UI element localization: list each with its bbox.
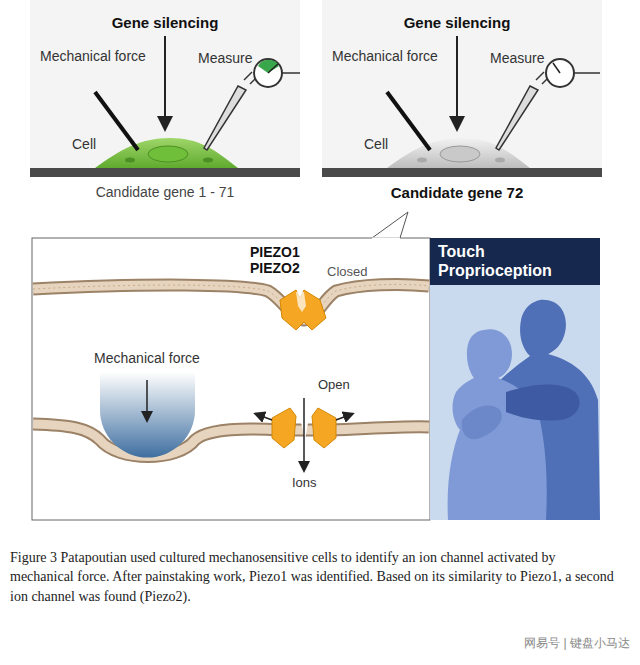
channel-name: PIEZO1: [250, 244, 300, 260]
measure-label: Measure: [198, 50, 252, 66]
force-label: Mechanical force: [94, 350, 200, 366]
force-label: Mechanical force: [40, 48, 146, 64]
measure-label: Measure: [490, 50, 544, 66]
state-label: Open: [318, 378, 350, 393]
force-label: Mechanical force: [332, 48, 438, 64]
cell-label: Cell: [364, 136, 388, 152]
process-label: Gene silencing: [112, 14, 219, 31]
watermark: 网易号 | 键盘小马达: [524, 637, 630, 651]
gene-range-label: Candidate gene 1 - 71: [96, 184, 235, 200]
gene-label: Candidate gene 72: [391, 184, 524, 201]
figure-caption: Figure 3 Patapoutian used cultured mecha…: [10, 548, 622, 606]
cell-label: Cell: [72, 136, 96, 152]
header-band: Touch Proprioception: [430, 238, 600, 284]
state-label: Closed: [327, 265, 367, 280]
process-label: Gene silencing: [404, 14, 511, 31]
ion-label: Ions: [292, 476, 317, 491]
header-text: Touch Proprioception: [438, 242, 528, 280]
channel-name: PIEZO2: [250, 260, 300, 276]
